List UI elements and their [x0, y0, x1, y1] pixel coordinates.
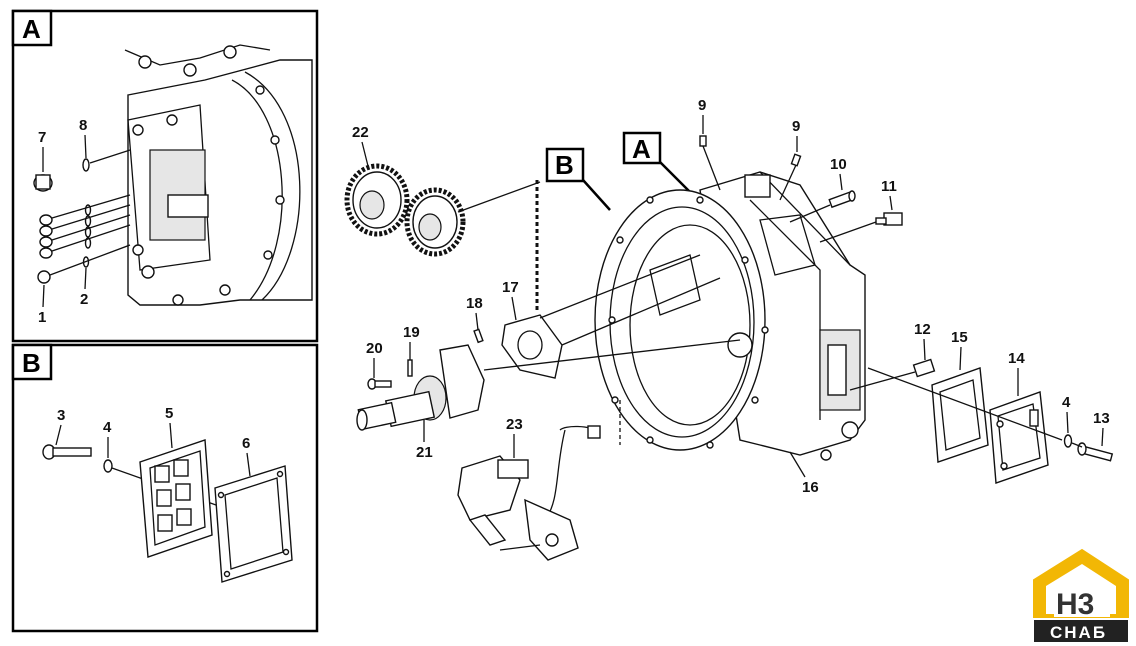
washer-4-main [1063, 434, 1073, 448]
callout-10: 10 [830, 156, 847, 173]
callout-2: 2 [80, 291, 88, 308]
callout-14: 14 [1008, 350, 1025, 367]
detail-b-panel: B 3 4 5 [11, 343, 319, 633]
main-assembly: A B [344, 97, 1114, 561]
washer-4 [103, 459, 113, 473]
callout-11: 11 [881, 178, 897, 195]
bolt-20 [367, 378, 392, 390]
pin-19 [407, 359, 413, 377]
plug-12 [912, 358, 936, 378]
gasket-6 [214, 465, 293, 583]
logo-mark: H3 [1056, 588, 1094, 621]
plug-7 [33, 174, 53, 192]
detail-a-label-box [11, 9, 53, 47]
callout-16: 16 [802, 479, 819, 496]
callout-21: 21 [416, 444, 433, 461]
pin-9-a [699, 135, 707, 147]
callout-5: 5 [165, 405, 173, 422]
callout-9b: 9 [792, 118, 800, 135]
main-box-b [545, 147, 585, 183]
bolt-13 [1077, 442, 1114, 462]
callout-4: 4 [103, 419, 112, 436]
bolt-10 [828, 190, 856, 209]
callout-13: 13 [1093, 410, 1110, 427]
gear-22-small [404, 187, 466, 257]
callout-15: 15 [951, 329, 968, 346]
callout-17: 17 [502, 279, 519, 296]
callout-22: 22 [352, 124, 369, 141]
pin-9-b [790, 153, 802, 167]
detail-a-panel: A [11, 9, 319, 343]
washer-8 [82, 158, 90, 172]
callout-8: 8 [79, 117, 87, 134]
callout-9a: 9 [698, 97, 706, 114]
detail-b-label: B [22, 348, 41, 378]
main-box-a-label: A [632, 134, 651, 164]
flywheel-housing-16 [594, 171, 866, 461]
gear-22-large [344, 163, 410, 237]
sensor-11 [875, 212, 903, 226]
callout-4-main: 4 [1062, 394, 1071, 411]
callout-12: 12 [914, 321, 931, 338]
detail-a-housing [124, 44, 313, 306]
detail-a-label: A [22, 14, 41, 44]
callout-1: 1 [38, 309, 46, 326]
callout-7: 7 [38, 129, 46, 146]
detail-b-label-box [11, 343, 53, 381]
callout-19: 19 [403, 324, 420, 341]
bolt-3 [42, 444, 92, 460]
callout-6: 6 [242, 435, 250, 452]
logo-text: СНАБ [1050, 623, 1107, 642]
brand-logo: H3 СНАБ [1033, 548, 1129, 642]
pin-18 [473, 328, 484, 344]
callout-20: 20 [366, 340, 383, 357]
main-box-b-label: B [555, 150, 574, 180]
cover-5 [139, 439, 213, 558]
shaft-21 [356, 344, 485, 431]
gasket-15 [931, 367, 989, 463]
main-box-a [622, 131, 662, 165]
callout-18: 18 [466, 295, 483, 312]
callout-23: 23 [506, 416, 523, 433]
bolts-group [37, 194, 131, 284]
callout-3: 3 [57, 407, 65, 424]
actuator-23 [457, 425, 601, 561]
plate-17 [501, 314, 563, 379]
cover-14 [989, 391, 1049, 484]
